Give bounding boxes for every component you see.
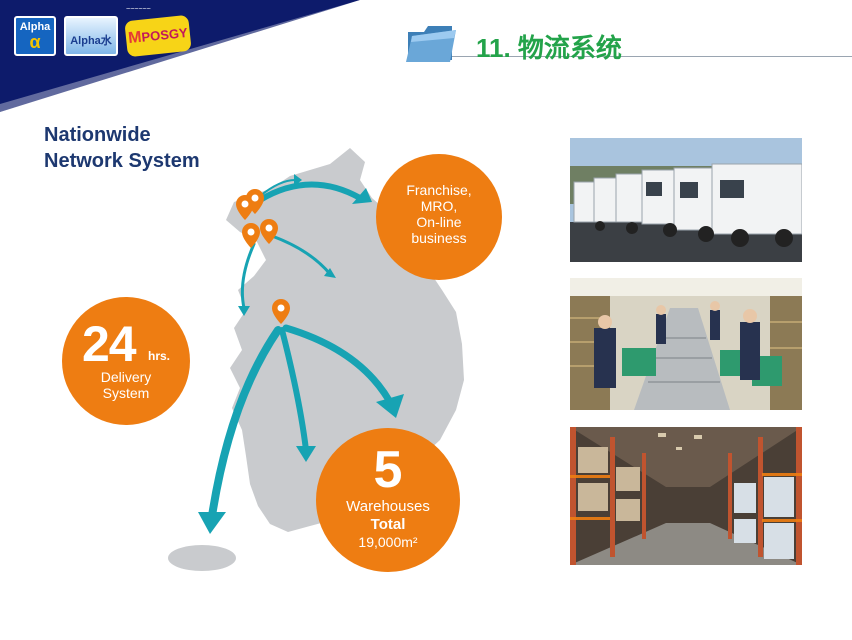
heading-line-1: Nationwide [44, 124, 151, 146]
franchise-circle: Franchise, MRO, On-line business [376, 154, 502, 280]
title-underline [448, 56, 852, 57]
mposgy-logo-text: POSGY [140, 24, 189, 45]
franchise-line: MRO, [420, 198, 458, 214]
franchise-text: Franchise, MRO, On-line business [376, 182, 502, 246]
warehouses-number: 5 [373, 441, 403, 499]
alpha-water-logo-text: Alpha水 [70, 35, 112, 47]
folder-icon [406, 26, 456, 62]
heading-line-2: Network System [44, 150, 200, 172]
franchise-line: On-line [416, 214, 462, 230]
warehouses-circle: 5 Warehouses Total 19,000m² [316, 428, 460, 572]
delivery-trucks-photo [570, 138, 802, 262]
warehouse-shelves-photo [570, 427, 802, 565]
alpha-water-logo[interactable]: Alpha水 [64, 16, 118, 56]
delivery-line: Delivery [100, 369, 152, 385]
franchise-line: Franchise, [406, 182, 472, 198]
alpha-logo[interactable]: Alpha α [14, 16, 56, 56]
mposgy-logo[interactable]: MPOSGY [124, 14, 192, 58]
route-arrows [208, 179, 394, 520]
warehouses-total-label: Total [370, 516, 406, 533]
delivery-text: Delivery System [62, 369, 190, 401]
page-title: 11. 物流系统 [476, 33, 622, 63]
logo-slogan: ~~~~~~ [126, 6, 151, 13]
alpha-logo-mark: α [29, 32, 41, 52]
arrow-heads [198, 174, 404, 534]
delivery-hours-number: 24 [82, 316, 137, 372]
section-heading: Nationwide Network System [44, 122, 200, 174]
conveyor-workers-photo [570, 278, 802, 410]
warehouses-label: Warehouses [346, 498, 430, 515]
warehouses-total-area: 19,000m² [358, 534, 418, 550]
jeju-island [168, 545, 236, 571]
delivery-circle: 24 hrs. Delivery System [62, 297, 190, 425]
delivery-hours-unit: hrs. [148, 349, 171, 363]
franchise-line: business [411, 230, 467, 246]
alpha-logo-text: Alpha [19, 21, 51, 33]
delivery-line: System [102, 385, 150, 401]
